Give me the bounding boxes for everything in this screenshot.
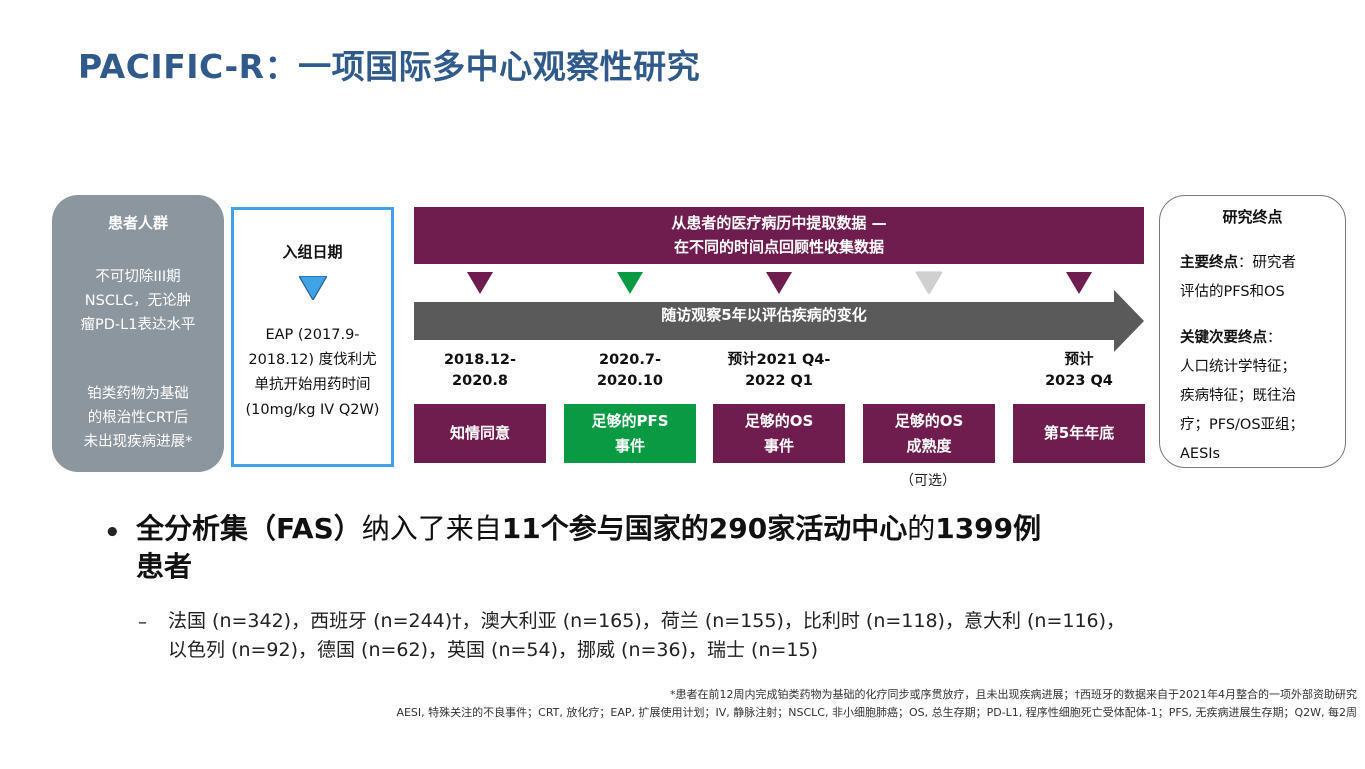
population-line: 瘤PD-L1表达水平	[80, 317, 196, 333]
primary-endpoint-text: 评估的PFS和OS	[1180, 284, 1285, 300]
timepoint-marker-icon	[467, 272, 493, 294]
sub-bullet-dash: –	[138, 612, 147, 633]
enrollment-heading: 入组日期	[282, 243, 343, 261]
bullet-part: 纳入了来自	[361, 512, 502, 545]
timepoint-stage-box: 足够的OS 事件	[713, 404, 845, 463]
primary-endpoint-text: ：研究者	[1238, 255, 1296, 271]
timepoint-stage-label: 足够的OS 事件	[744, 411, 814, 455]
country-line: 法国 (n=342)，西班牙 (n=244)†，澳大利亚 (n=165)，荷兰 …	[168, 610, 1126, 632]
enrollment-line: (10mg/kg IV Q2W)	[245, 402, 380, 418]
secondary-endpoint-line: AESIs	[1180, 446, 1221, 462]
timepoint-stage-label: 足够的OS 成熟度	[894, 411, 964, 455]
secondary-endpoint-line: 人口统计学特征；	[1180, 359, 1296, 375]
timepoint-period: 预计 2023 Q4	[1045, 352, 1113, 389]
population-line: 不可切除III期	[95, 269, 181, 285]
population-line: NSCLC，无论肿	[84, 293, 192, 309]
timepoint-marker-icon	[1066, 272, 1092, 294]
population-line: 的根治性CRT后	[87, 410, 189, 426]
population-criteria-1: 不可切除III期 NSCLC，无论肿 瘤PD-L1表达水平	[62, 265, 214, 337]
bullet-part: 1399例	[935, 512, 1042, 545]
fas-bullet: 全分析集（FAS）纳入了来自11个参与国家的290家活动中心的1399例 患者	[136, 510, 1236, 586]
data-extraction-banner: 从患者的医疗病历中提取数据 — 在不同的时间点回顾性收集数据	[414, 207, 1144, 264]
country-line: 以色列 (n=92)，德国 (n=62)，英国 (n=54)，挪威 (n=36)…	[168, 639, 819, 661]
population-criteria-2: 铂类药物为基础 的根治性CRT后 未出现疾病进展*	[62, 382, 214, 454]
endpoints-heading: 研究终点	[1222, 208, 1283, 226]
timepoint-period: 2020.7- 2020.10	[596, 352, 664, 389]
footnotes: *患者在前12周内完成铂类药物为基础的化疗同步或序贯放疗，且未出现疾病进展；†西…	[396, 686, 1357, 722]
timepoint-stage-box: 第5年年底	[1013, 404, 1145, 463]
bullet-part: 全分析集（FAS）	[136, 512, 362, 545]
follow-up-label: 随访观察5年以评估疾病的变化	[661, 306, 867, 324]
enrollment-box: 入组日期 EAP (2017.9- 2018.12) 度伐利尤 单抗开始用药时间…	[231, 207, 394, 467]
timepoint-stage-label: 第5年年底	[1043, 424, 1115, 442]
timepoint-stage-box: 知情同意	[414, 404, 546, 463]
timepoint-period: 2018.12- 2020.8	[443, 352, 517, 389]
population-heading: 患者人群	[107, 214, 168, 232]
footnote-line: AESI, 特殊关注的不良事件；CRT, 放化疗；EAP, 扩展使用计划；IV,…	[396, 706, 1357, 719]
bullet-part: 11个参与国家的290家活动中心	[501, 512, 908, 545]
timepoint-stage-label: 知情同意	[449, 424, 510, 442]
enrollment-line: 2018.12) 度伐利尤	[248, 352, 377, 368]
primary-endpoint-label: 主要终点	[1180, 255, 1238, 271]
timepoint-stage-box: 足够的PFS 事件	[564, 404, 696, 463]
population-line: 铂类药物为基础	[87, 386, 189, 402]
timepoint-marker-icon	[766, 272, 792, 294]
follow-up-arrow	[414, 290, 1144, 352]
country-breakdown: 法国 (n=342)，西班牙 (n=244)†，澳大利亚 (n=165)，荷兰 …	[168, 607, 1268, 665]
timepoint-stage-box: 足够的OS 成熟度	[863, 404, 995, 463]
banner-line-1: 从患者的医疗病历中提取数据 —	[671, 214, 887, 232]
footnote-line: *患者在前12周内完成铂类药物为基础的化疗同步或序贯放疗，且未出现疾病进展；†西…	[670, 688, 1357, 701]
secondary-colon: ：	[1267, 330, 1282, 346]
timepoint-marker-icon	[617, 272, 643, 294]
study-endpoints-box: 研究终点 主要终点：研究者 评估的PFS和OS 关键次要终点： 人口统计学特征；…	[1159, 195, 1346, 468]
page-title: PACIFIC-R：一项国际多中心观察性研究	[78, 47, 701, 86]
secondary-endpoints: 关键次要终点： 人口统计学特征； 疾病特征；既往治 疗；PFS/OS亚组； AE…	[1180, 324, 1333, 469]
enrollment-marker-icon	[299, 276, 327, 300]
banner-line-2: 在不同的时间点回顾性收集数据	[673, 238, 884, 256]
secondary-endpoint-label: 关键次要终点	[1180, 330, 1267, 346]
bullet-part: 的	[907, 512, 936, 545]
secondary-endpoint-line: 疗；PFS/OS亚组；	[1180, 417, 1305, 433]
bullet-part: 患者	[136, 550, 193, 583]
secondary-endpoint-line: 疾病特征；既往治	[1180, 388, 1296, 404]
enrollment-description: EAP (2017.9- 2018.12) 度伐利尤 单抗开始用药时间 (10m…	[238, 323, 387, 423]
timepoint-marker-icon	[916, 272, 942, 294]
primary-endpoint: 主要终点：研究者 评估的PFS和OS	[1180, 249, 1333, 307]
timepoint-period: 预计2021 Q4- 2022 Q1	[727, 352, 831, 389]
timepoint-stage-label: 足够的PFS 事件	[591, 411, 669, 455]
enrollment-line: EAP (2017.9-	[265, 327, 360, 343]
enrollment-line: 单抗开始用药时间	[254, 377, 371, 393]
population-line: 未出现疾病进展*	[83, 434, 193, 450]
patient-population-box: 患者人群 不可切除III期 NSCLC，无论肿 瘤PD-L1表达水平 铂类药物为…	[52, 195, 224, 472]
bullet-dot: •	[104, 518, 121, 548]
optional-label: （可选）	[900, 473, 956, 489]
